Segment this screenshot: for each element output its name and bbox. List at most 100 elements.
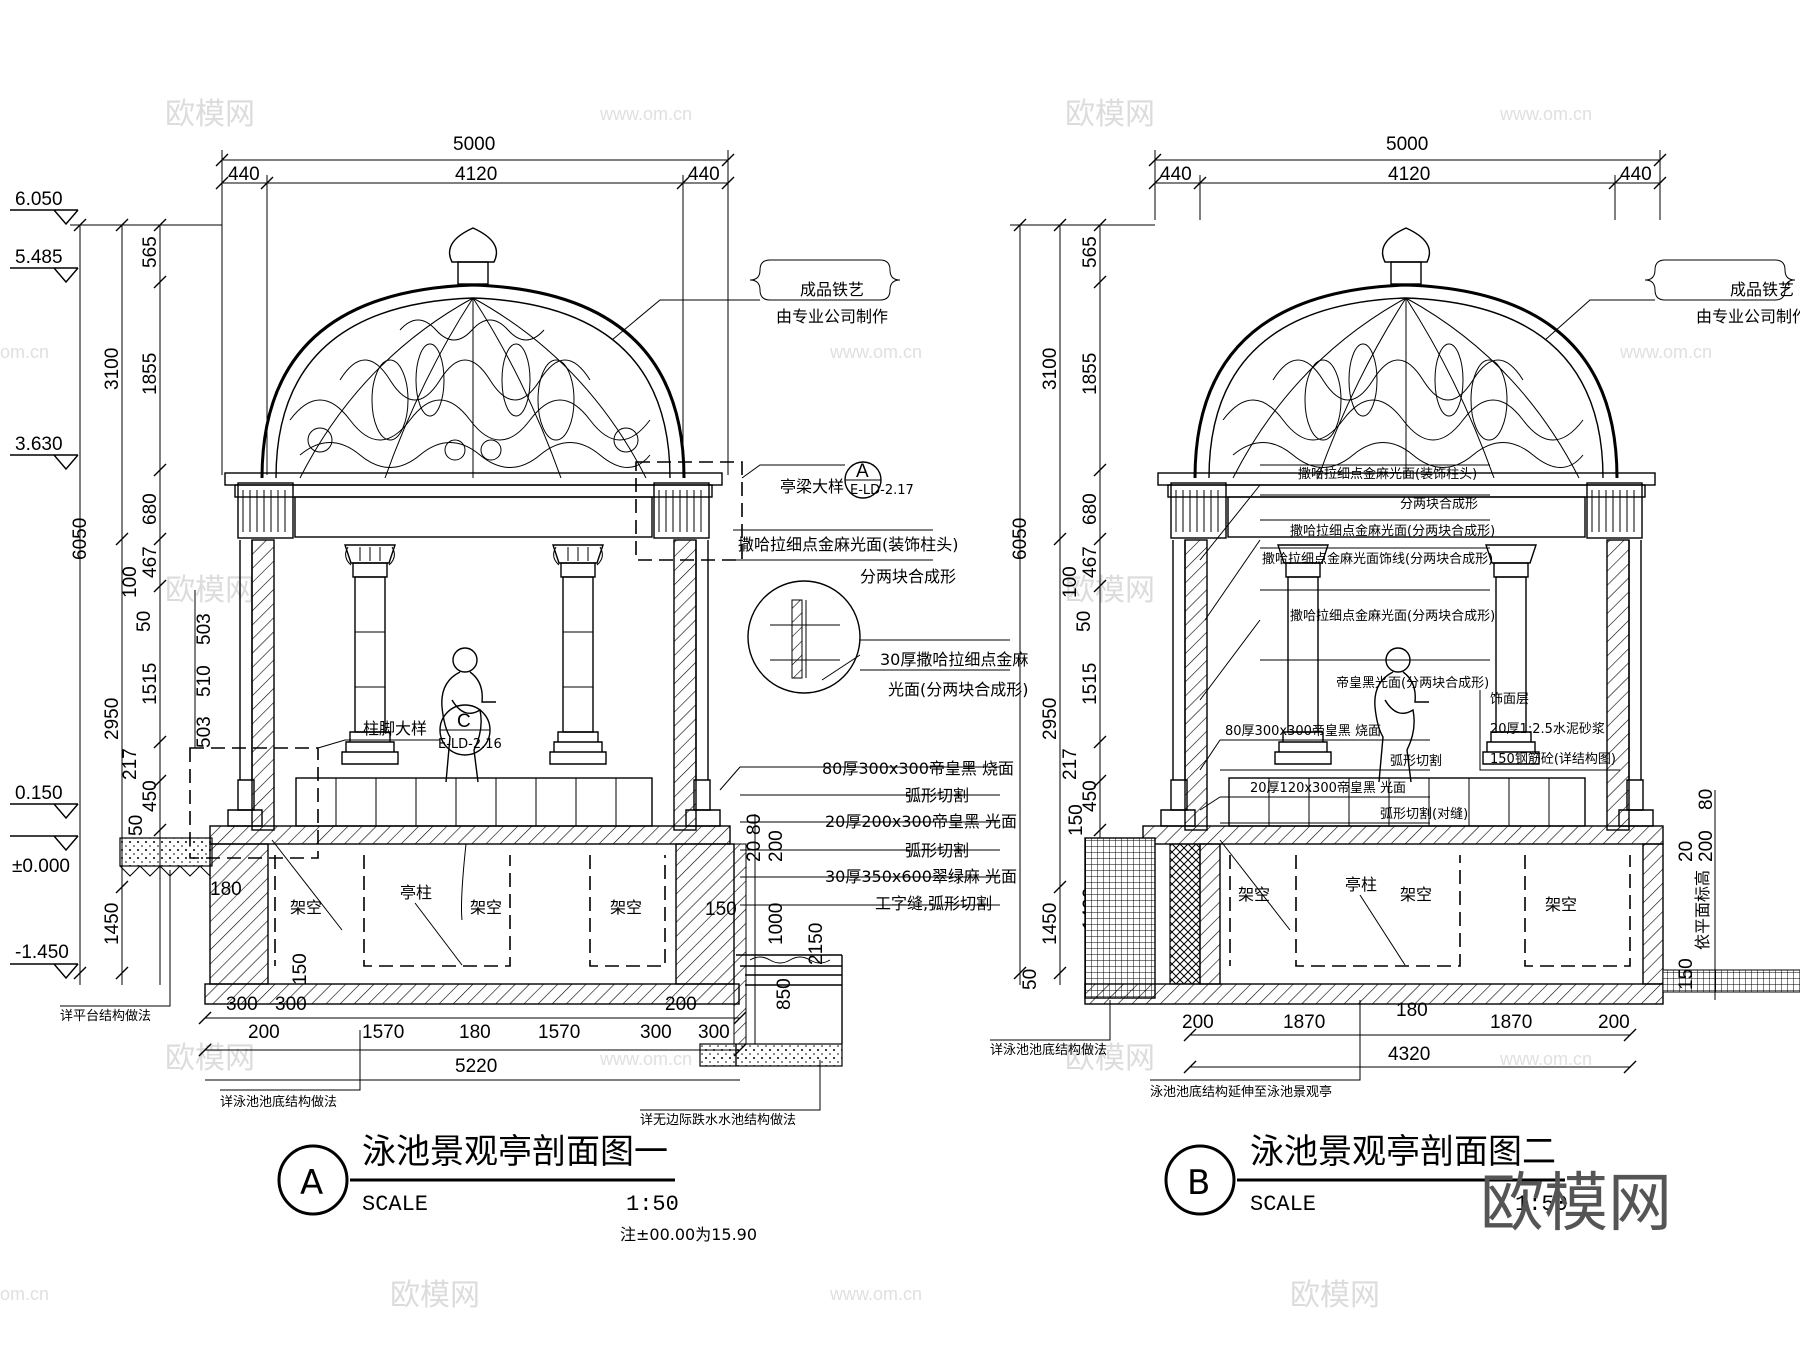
elev-m1450: -1.450 [15, 942, 69, 963]
layer-note-3: 150钢筋砼(详结构图) [1490, 751, 1616, 767]
dome-note-2: 由专业公司制作 [776, 307, 888, 326]
void-label: 架空 [470, 898, 502, 917]
post-label: 亭柱 [400, 883, 432, 902]
section-a-elevations: 6.050 5.485 3.630 0.150 ±0.000 -1.450 [10, 189, 79, 980]
watermark-brand: 欧模网 [165, 573, 255, 608]
capital-note-2: 分两块合成形 [860, 567, 956, 586]
section-a-scale-label: SCALE [362, 1192, 428, 1217]
floor-note-3: 20厚120x300帝皇黑 光面 [1250, 780, 1406, 796]
vdim-565: 565 [140, 236, 161, 268]
section-a-annotations: 成品铁艺 由专业公司制作 撒哈拉细点金麻光面(装饰柱头) 分两块合成形 30厚撒… [611, 259, 1029, 913]
watermark-url: www.om.cn [599, 1049, 692, 1069]
bdim-200b: 200 [1598, 1012, 1630, 1033]
vdim-565: 565 [1080, 236, 1101, 268]
section-b-marker: B [1187, 1163, 1210, 1203]
stone-note-5: 撒哈拉细点金麻光面(分两块合成形) [1290, 608, 1495, 624]
vdim-217: 217 [1060, 748, 1081, 780]
stone-note-2: 分两块合成形 [1400, 497, 1478, 512]
bdim-300a: 300 [226, 994, 258, 1015]
note-platform: 详平台结构做法 [60, 1009, 151, 1024]
vdim-217: 217 [120, 748, 141, 780]
rdim-200: 200 [766, 830, 787, 862]
elev-3630: 3.630 [15, 434, 63, 455]
vdim-450: 450 [140, 780, 161, 812]
rdim-80: 80 [1696, 789, 1717, 810]
layer-note-2: 20厚1:2.5水泥砂浆 [1490, 722, 1605, 737]
floor-note-1: 80厚300x300帝皇黑 烧面 [822, 759, 1014, 778]
base-detail-label: 柱脚大样 [363, 719, 427, 738]
dim-right: 440 [1620, 164, 1652, 185]
section-a-entablature [224, 472, 723, 539]
bdim-180: 180 [459, 1022, 491, 1043]
void-label: 架空 [1400, 885, 1432, 904]
rdim-1000: 1000 [766, 903, 787, 945]
bdim-200: 200 [665, 994, 697, 1015]
dim-right: 440 [688, 164, 720, 185]
bdim-300c: 300 [698, 1022, 730, 1043]
rdim-20: 20 [744, 841, 765, 862]
void-label: 架空 [610, 898, 642, 917]
base-ref-bot: E-LD-2.16 [438, 737, 502, 752]
watermark-url: www.om.cn [1619, 342, 1712, 362]
section-a: 5000 440 4120 440 6.050 5.485 3.630 0.15… [10, 134, 1029, 1244]
vdim-bot: 1450 [1040, 903, 1061, 945]
watermark-brand: 欧模网 [165, 1041, 255, 1076]
stone-note-4: 撒哈拉细点金麻光面饰线(分两块合成形) [1262, 551, 1493, 567]
rdim-150: 150 [1676, 958, 1697, 990]
vdim-680: 680 [140, 493, 161, 525]
floor-note-1: 80厚300x300帝皇黑 烧面 [1225, 723, 1381, 739]
bdim-200b: 200 [248, 1022, 280, 1043]
section-b-top-dims: 5000 440 4120 440 [1148, 134, 1667, 220]
dim-total: 5000 [1386, 134, 1428, 155]
section-a-leader-notes: 详平台结构做法 详泳池池底结构做法 详无边际跌水水池结构做法 [60, 870, 821, 1128]
vdim-680: 680 [1080, 493, 1101, 525]
section-a-outer-columns [227, 539, 721, 831]
vdim-150: 150 [1066, 804, 1087, 836]
coldim-503a: 503 [194, 613, 215, 645]
rdim-850: 850 [774, 978, 795, 1010]
watermark-brand: 欧模网 [1065, 1041, 1155, 1076]
watermark-url: www.om.cn [829, 1284, 922, 1304]
watermark-brand: 欧模网 [390, 1278, 480, 1313]
section-b-bottom-dims: 200 1870 180 1870 200 4320 [1182, 1000, 1637, 1074]
elev-5485: 5.485 [15, 247, 63, 268]
dim-total: 5000 [453, 134, 495, 155]
stone-note-3: 撒哈拉细点金麻光面(分两块合成形) [1290, 523, 1495, 539]
section-a-title-block: A 泳池景观亭剖面图一 SCALE 1:50 注±00.00为15.90 [277, 1132, 757, 1244]
bdim-1570b: 1570 [538, 1022, 580, 1043]
section-b-inner-columns [1274, 544, 1540, 765]
note-pool-bottom: 详泳池池底结构做法 [990, 1042, 1107, 1058]
watermark-brand: 欧模网 [1290, 1278, 1380, 1313]
section-b-scale-label: SCALE [1250, 1192, 1316, 1217]
section-b-title-block: B 泳池景观亭剖面图二 SCALE 1:50 [1164, 1132, 1568, 1217]
dome-note-1: 成品铁艺 [800, 280, 864, 299]
vdim-1855: 1855 [1080, 353, 1101, 395]
section-b-outer-columns [1160, 539, 1654, 831]
layer-note-1: 饰面层 [1490, 692, 1529, 707]
note-pool-bottom: 详泳池池底结构做法 [220, 1094, 337, 1110]
bdim-300b: 300 [275, 994, 307, 1015]
dim-left: 440 [1160, 164, 1192, 185]
beam-ref-top: A [856, 461, 869, 482]
vdim-mid: 2950 [102, 698, 123, 740]
stone-note-1: 撒哈拉细点金麻光面(装饰柱头) [1298, 466, 1477, 482]
floor-note-4: 弧形切割(对缝) [1380, 806, 1468, 822]
beam-detail-label: 亭梁大样 [780, 477, 844, 496]
vdim-top: 3100 [102, 348, 123, 390]
section-a-pool [699, 843, 843, 1067]
vdim-total: 6050 [1010, 518, 1031, 560]
floor-note-5: 30厚350x600翠绿麻 光面 [825, 867, 1017, 886]
elev-0150: 0.150 [15, 783, 63, 804]
watermarks: 欧模网 www.om.cn 欧模网 www.om.cn om.cn www.om… [0, 97, 1712, 1313]
bdim-total: 4320 [1388, 1044, 1430, 1065]
beam-ref-bot: E-LD-2.17 [850, 483, 914, 498]
vdim-100: 100 [1060, 566, 1081, 598]
dim-left: 440 [228, 164, 260, 185]
section-b-dome [1193, 227, 1619, 479]
vdim-bot: 1450 [102, 903, 123, 945]
section-a-callouts: A E-LD-2.17 亭梁大样 C E-LD-2.16 柱脚大样 [189, 461, 914, 859]
elev-6050: 6.050 [15, 189, 63, 210]
section-b-foundation: 架空 亭柱 架空 架空 依平面标高 [1084, 837, 1800, 1005]
note-pool-extension: 泳池池底结构延伸至泳池景观亭 [1150, 1084, 1332, 1100]
watermark-brand: 欧模网 [165, 97, 255, 132]
